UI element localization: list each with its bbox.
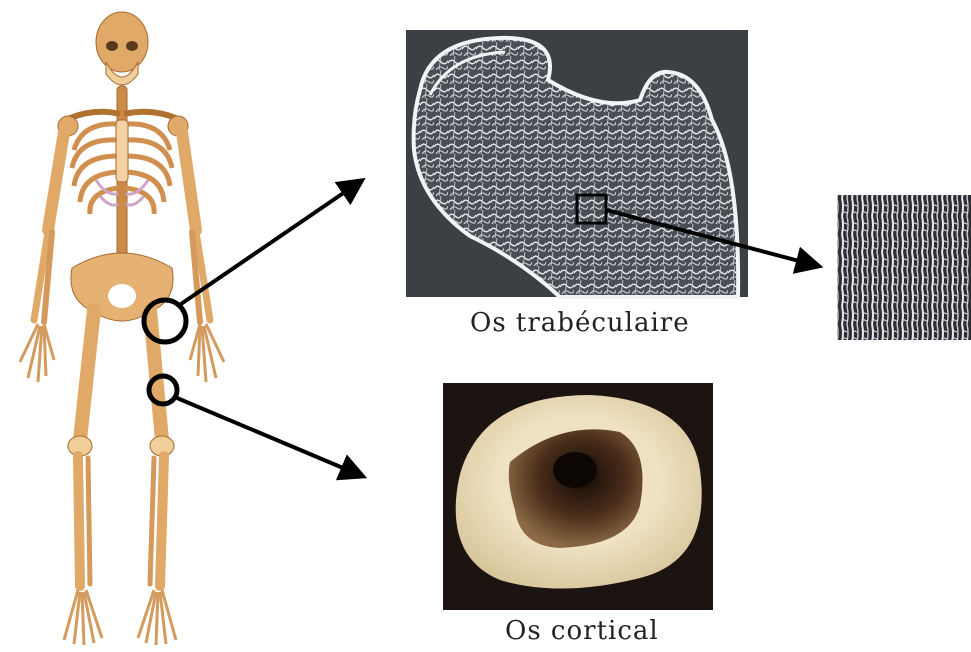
skull [96, 12, 148, 72]
arrow-to-cortical [177, 398, 362, 476]
trabecular-microstructure-photo [837, 195, 971, 340]
right-humerus [182, 132, 196, 230]
femur-section-photo [406, 30, 748, 297]
pelvic-inlet [108, 284, 136, 308]
skeleton-illustration [20, 12, 224, 645]
left-tibia [78, 456, 80, 586]
sternum [116, 120, 128, 182]
right-hand [190, 324, 224, 382]
arrow-to-trabecular [181, 181, 361, 304]
cortical-bone-cross-section-photo [443, 383, 713, 610]
right-eye-socket [126, 41, 138, 51]
left-foot [64, 590, 102, 645]
left-eye-socket [106, 41, 118, 51]
right-tibia [160, 456, 164, 586]
right-clavicle [124, 112, 176, 118]
right-fibula [150, 458, 154, 584]
cortical-bone-label: Os cortical [505, 616, 659, 646]
trabecular-bone-label: Os trabéculaire [470, 308, 690, 338]
marrow-center [553, 452, 597, 488]
left-clavicle [70, 112, 120, 118]
left-fibula [88, 458, 90, 584]
left-hand [20, 324, 54, 382]
left-humerus [48, 132, 64, 230]
right-foot [138, 590, 176, 645]
left-femur [80, 310, 94, 440]
